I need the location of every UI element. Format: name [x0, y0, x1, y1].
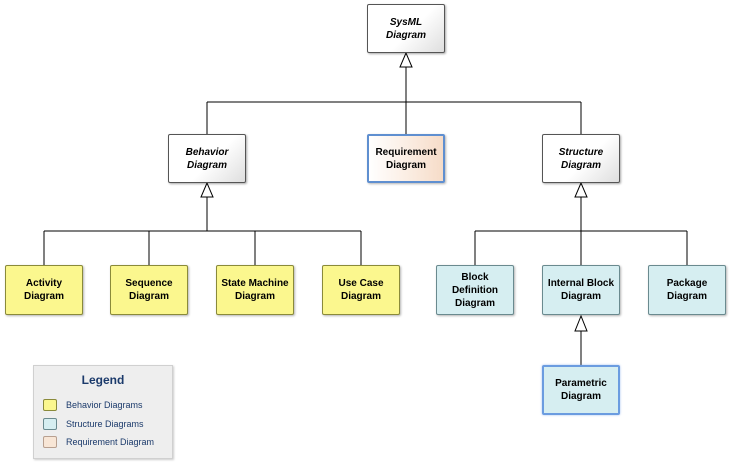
structure-diagram-node[interactable]: Structure Diagram	[542, 134, 620, 183]
requirement-swatch	[43, 435, 57, 448]
state-machine-diagram-node[interactable]: State Machine Diagram	[216, 265, 294, 315]
legend: Legend Behavior Diagrams Structure Diagr…	[33, 365, 173, 459]
block-definition-diagram-node[interactable]: Block Definition Diagram	[436, 265, 514, 315]
behavior-swatch	[43, 398, 57, 411]
internal-block-diagram-node[interactable]: Internal Block Diagram	[542, 265, 620, 315]
connector-structure	[474, 197, 688, 265]
structure-swatch	[43, 417, 57, 430]
legend-label: Requirement Diagram	[66, 436, 155, 447]
requirement-diagram-node[interactable]: Requirement Diagram	[367, 134, 445, 183]
connector-behavior	[43, 197, 362, 265]
parametric-diagram-node[interactable]: Parametric Diagram	[542, 365, 620, 415]
legend-label: Structure Diagrams	[66, 418, 144, 429]
generalization-arrowhead-structure	[574, 181, 588, 198]
connector-sysml	[206, 66, 582, 134]
generalization-arrowhead-behavior	[200, 181, 214, 198]
legend-item-structure: Structure Diagrams	[43, 416, 144, 431]
legend-item-behavior: Behavior Diagrams	[43, 397, 143, 412]
generalization-arrowhead-sysml	[399, 51, 413, 68]
legend-item-requirement: Requirement Diagram	[43, 434, 154, 449]
behavior-diagram-node[interactable]: Behavior Diagram	[168, 134, 246, 183]
sequence-diagram-node[interactable]: Sequence Diagram	[110, 265, 188, 315]
generalization-arrowhead-internal-block	[574, 314, 588, 332]
legend-label: Behavior Diagrams	[66, 399, 143, 410]
package-diagram-node[interactable]: Package Diagram	[648, 265, 726, 315]
sysml-diagram-node[interactable]: SysML Diagram	[367, 4, 445, 53]
activity-diagram-node[interactable]: Activity Diagram	[5, 265, 83, 315]
use-case-diagram-node[interactable]: Use Case Diagram	[322, 265, 400, 315]
legend-title: Legend	[81, 373, 125, 387]
